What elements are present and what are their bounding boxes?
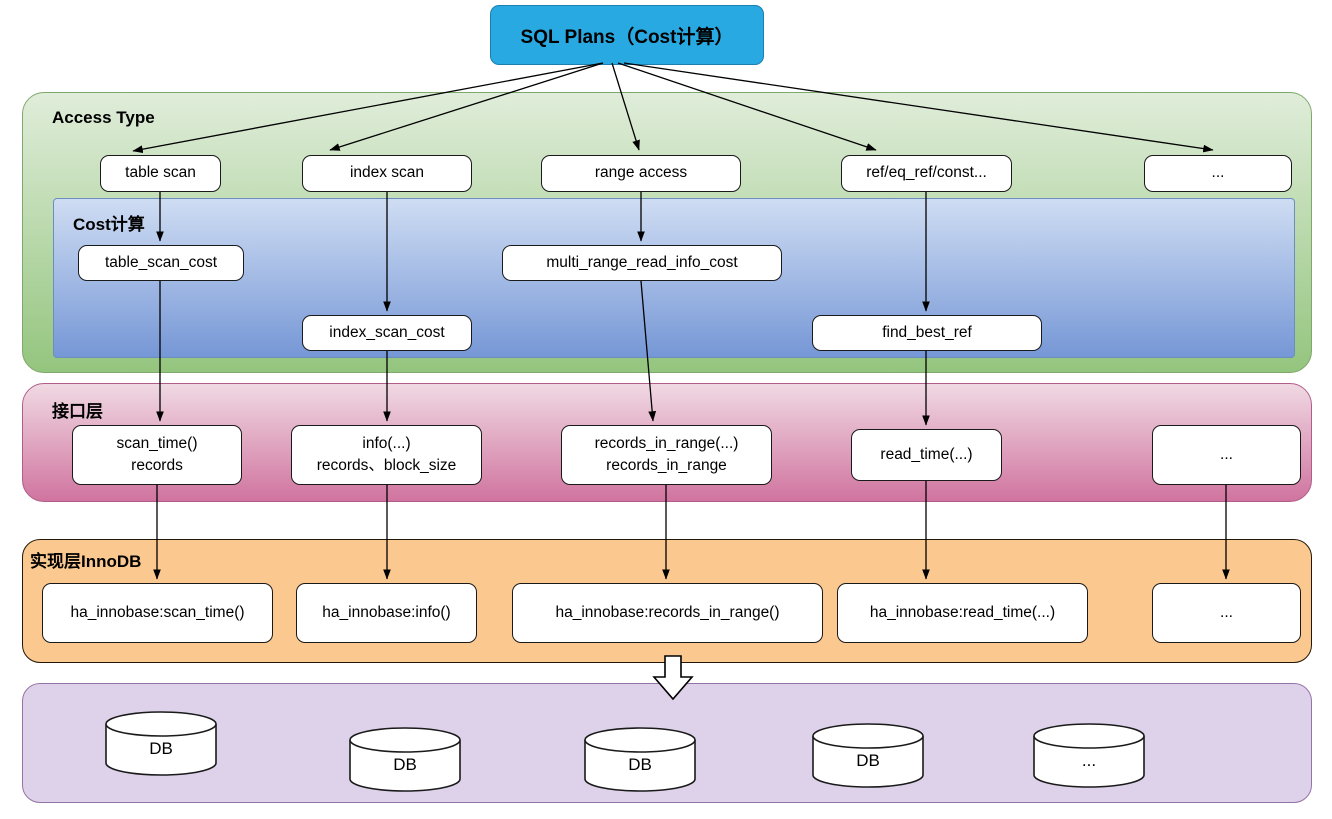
- node-access-ellipsis: ...: [1144, 155, 1292, 192]
- node-index-scan-cost: index_scan_cost: [302, 315, 472, 351]
- db-label: DB: [149, 739, 173, 758]
- node-label: index_scan_cost: [329, 323, 445, 341]
- node-if-records-in-range: records_in_range(...) records_in_range: [561, 425, 772, 485]
- node-table-scan: table scan: [100, 155, 221, 192]
- node-label-line2: records、block_size: [316, 457, 457, 474]
- node-find-best-ref: find_best_ref: [812, 315, 1042, 351]
- access-type-label: Access Type: [52, 108, 155, 127]
- node-label: ...: [1220, 603, 1233, 621]
- node-ha-ellipsis: ...: [1152, 583, 1301, 643]
- db-label: DB: [856, 751, 880, 770]
- node-label: table_scan_cost: [104, 253, 218, 271]
- node-label-line1: records_in_range(...): [594, 434, 739, 452]
- cylinder-shape: [812, 723, 924, 788]
- node-label-line1: read_time(...): [880, 445, 973, 463]
- node-if-ellipsis: ...: [1152, 425, 1301, 485]
- cylinder-shape: [584, 727, 696, 792]
- title-box-label: SQL Plans（Cost计算）: [520, 26, 734, 48]
- node-label-line1: info(...): [362, 434, 411, 452]
- node-label: ha_innobase:records_in_range(): [555, 603, 780, 621]
- node-label: ha_innobase:info(): [322, 603, 451, 621]
- node-label-line2: records_in_range: [606, 457, 727, 474]
- interface-layer-label: 接口层: [52, 402, 103, 421]
- node-ha-innobase-read-time: ha_innobase:read_time(...): [837, 583, 1088, 643]
- node-ref-eq-ref-const: ref/eq_ref/const...: [841, 155, 1012, 192]
- db-cylinder: DB: [812, 723, 924, 789]
- db-cylinder-ellipsis: ...: [1033, 723, 1145, 789]
- node-if-info: info(...) records、block_size: [291, 425, 482, 485]
- node-label: table scan: [125, 164, 196, 182]
- node-ha-innobase-scan-time: ha_innobase:scan_time(): [42, 583, 273, 643]
- node-label: multi_range_read_info_cost: [546, 253, 738, 271]
- cylinder-shape: [105, 711, 217, 776]
- node-label: index scan: [349, 164, 425, 182]
- node-if-read-time: read_time(...): [851, 429, 1002, 481]
- db-cylinder: DB: [349, 727, 461, 793]
- cylinder-shape: [349, 727, 461, 792]
- node-label-line1: scan_time(): [116, 434, 198, 452]
- node-if-scan-time: scan_time() records: [72, 425, 242, 485]
- db-cylinder: DB: [105, 711, 217, 777]
- cylinder-shape: [1033, 723, 1145, 788]
- node-label-line1: ...: [1220, 445, 1233, 463]
- node-label: ha_innobase:read_time(...): [869, 603, 1056, 621]
- node-table-scan-cost: table_scan_cost: [78, 245, 244, 281]
- node-label: ref/eq_ref/const...: [866, 164, 987, 182]
- node-label: range access: [594, 164, 688, 182]
- node-label-line2: records: [131, 457, 183, 474]
- node-label: ha_innobase:scan_time(): [70, 603, 245, 621]
- node-ha-innobase-info: ha_innobase:info(): [296, 583, 477, 643]
- node-ha-innobase-records-in-range: ha_innobase:records_in_range(): [512, 583, 823, 643]
- impl-layer-label: 实现层InnoDB: [30, 552, 142, 571]
- cost-calc-label: Cost计算: [73, 215, 145, 234]
- node-label: ...: [1211, 164, 1225, 182]
- node-index-scan: index scan: [302, 155, 472, 192]
- node-multi-range-read-info-cost: multi_range_read_info_cost: [502, 245, 782, 281]
- db-cylinder: DB: [584, 727, 696, 793]
- node-label: find_best_ref: [882, 323, 972, 341]
- db-label: DB: [393, 755, 417, 774]
- title-box: SQL Plans（Cost计算）: [490, 5, 764, 65]
- db-label: DB: [628, 755, 652, 774]
- node-range-access: range access: [541, 155, 741, 192]
- db-label: ...: [1081, 751, 1097, 770]
